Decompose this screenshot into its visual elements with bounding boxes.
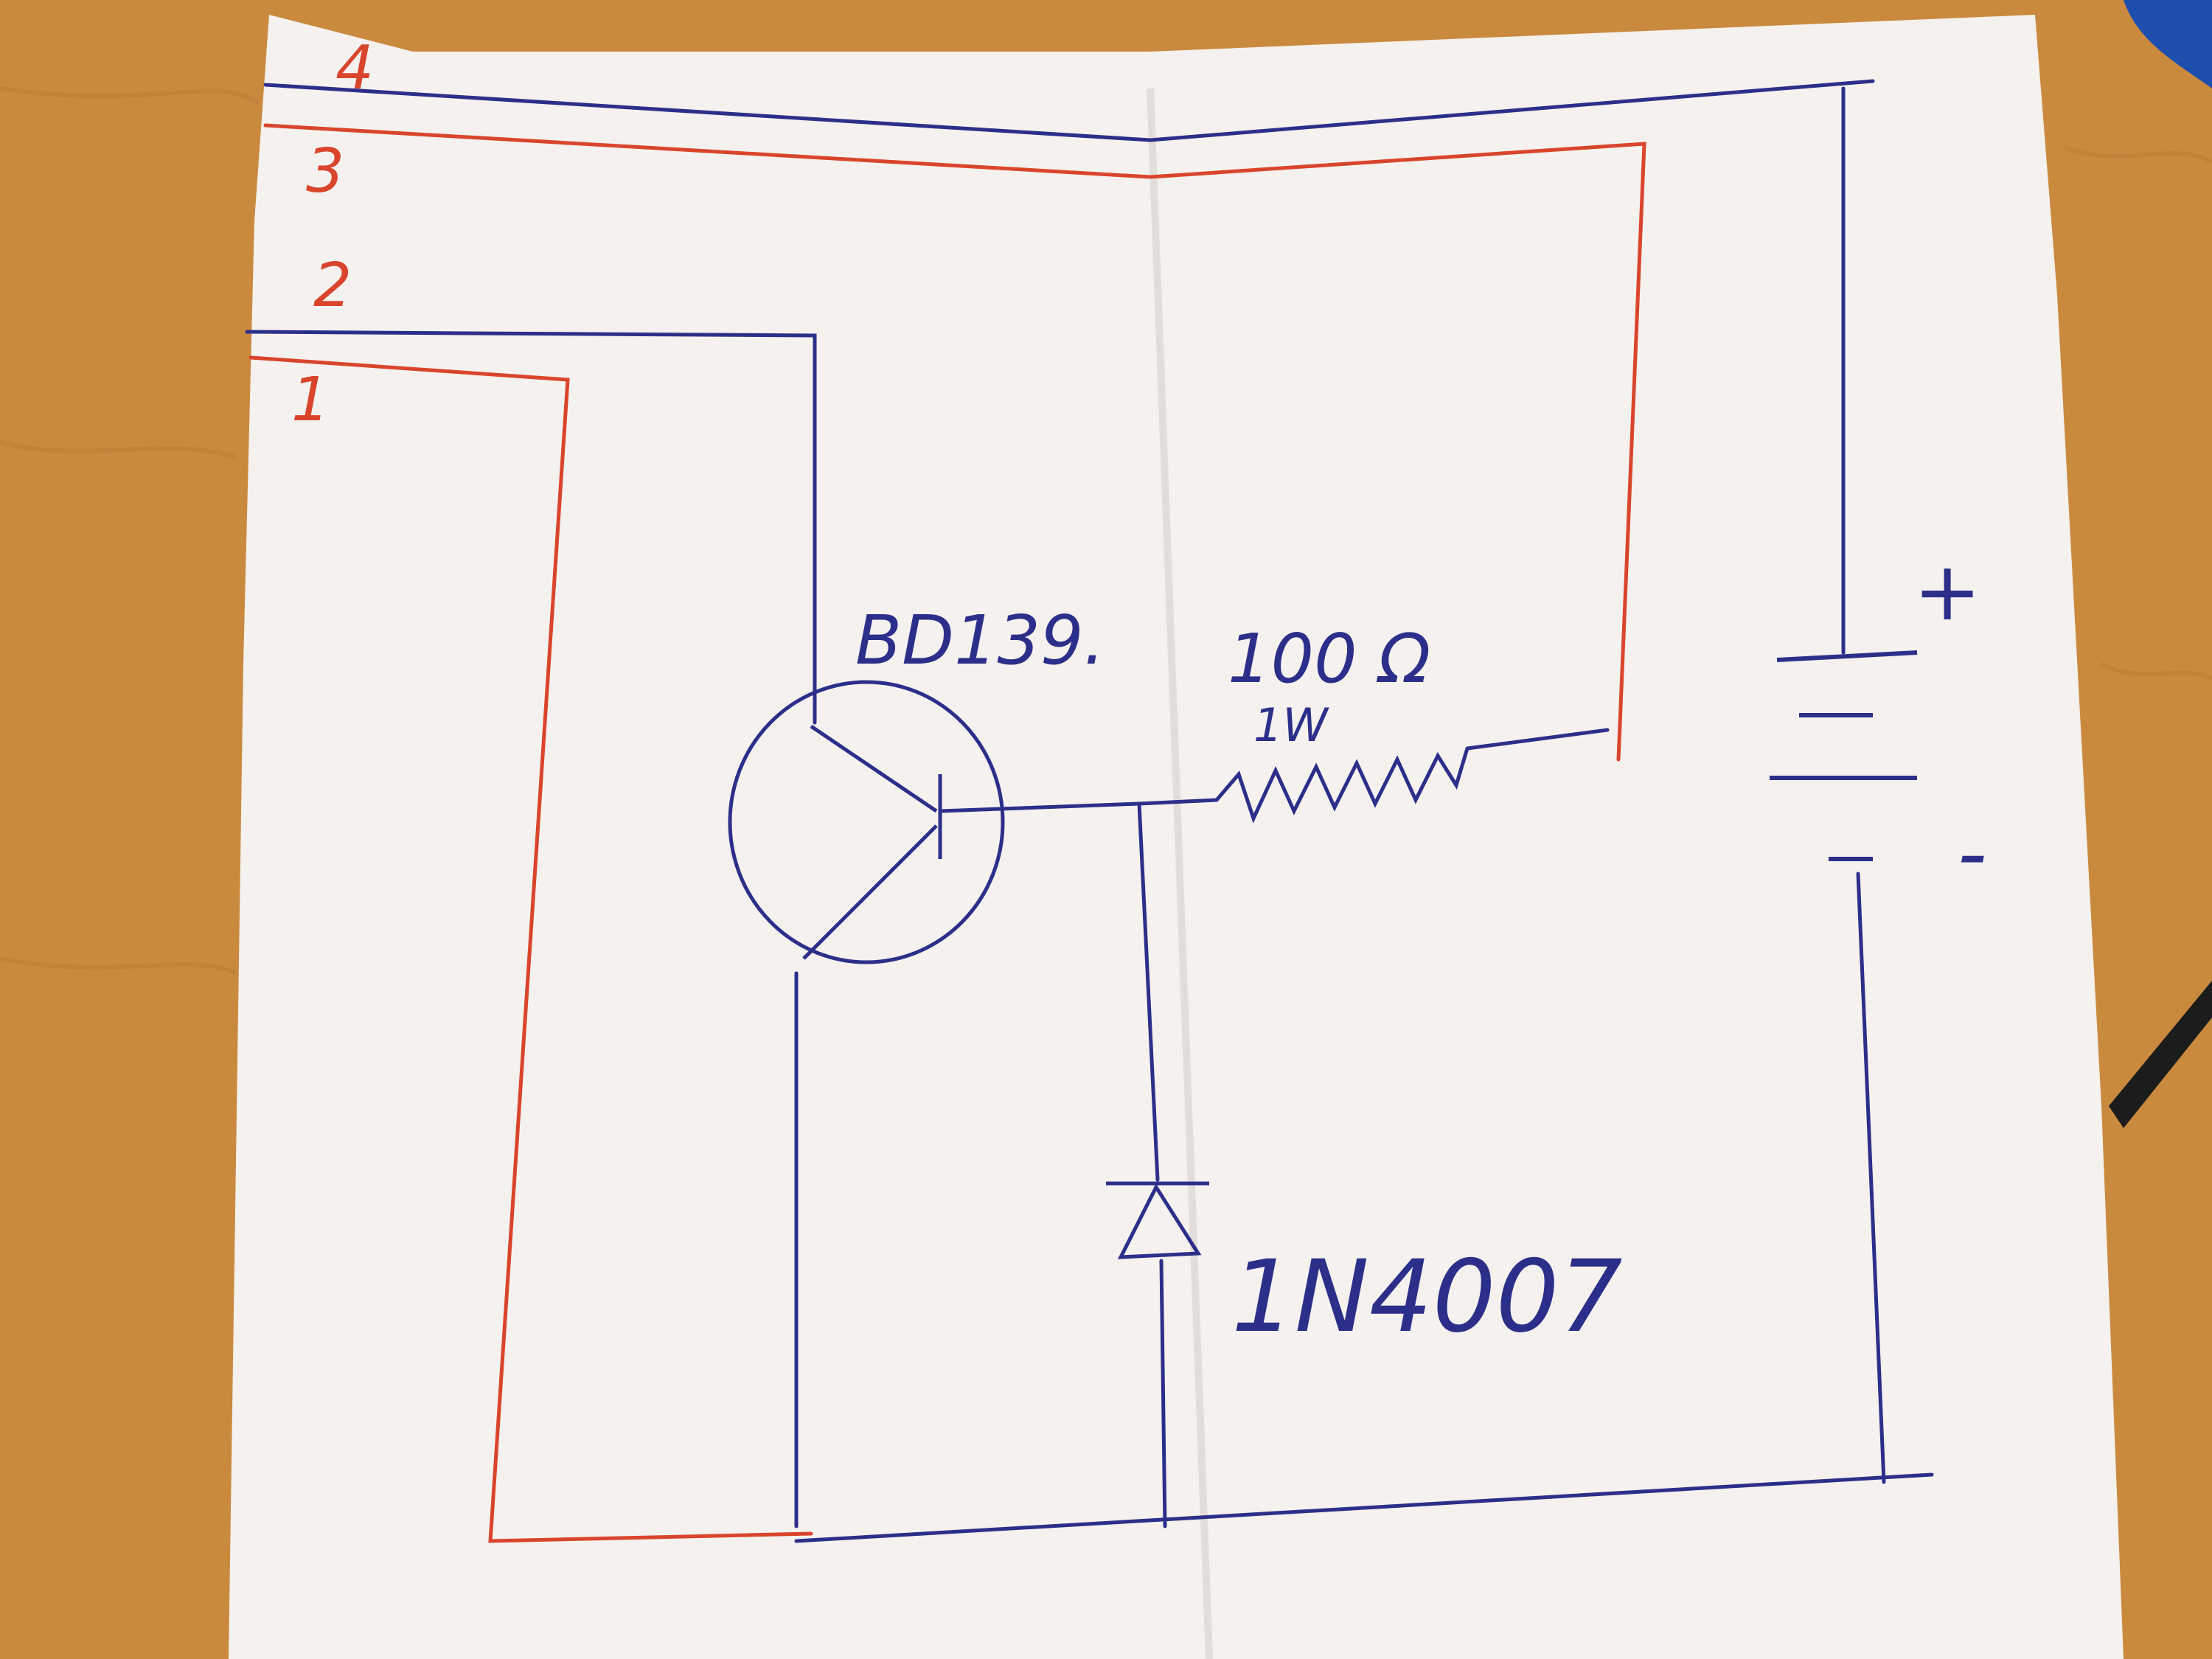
diode-top-wire <box>1137 801 1160 1182</box>
ground-wire <box>794 1472 1934 1543</box>
wire-label-4: 4 <box>335 33 374 103</box>
blue-wires <box>245 79 1934 1543</box>
wire-label-2: 2 <box>313 251 352 321</box>
paper-fold <box>1147 88 1213 1659</box>
wire-4-blue <box>263 79 1875 142</box>
wood-grain <box>0 86 2212 975</box>
resistor-power-label: 1W <box>1253 698 1329 752</box>
wire-3-red <box>263 123 1646 762</box>
battery-symbol <box>1770 650 1918 861</box>
cable <box>2109 981 2212 1128</box>
diode-bottom-wire <box>1159 1259 1167 1528</box>
transistor-label: BD139. <box>855 601 1105 680</box>
wire-1-red <box>248 355 813 1543</box>
resistor-right-wire <box>1465 728 1610 751</box>
battery-minus-label: - <box>1958 806 1987 900</box>
diode-label: 1N4007 <box>1231 1239 1622 1354</box>
transistor-symbol <box>728 680 1005 964</box>
wire-2-blue <box>245 330 817 725</box>
battery-plus-label: + <box>1913 544 1981 639</box>
wire-label-3: 3 <box>306 136 344 206</box>
resistor-symbol <box>1215 748 1470 824</box>
blue-object <box>2124 0 2212 88</box>
wire-label-1: 1 <box>291 365 330 435</box>
resistor-value-label: 100 Ω <box>1228 619 1430 698</box>
battery-neg-wire <box>1856 872 1886 1484</box>
red-wires <box>248 123 1646 1543</box>
diode-symbol <box>1106 1181 1209 1259</box>
